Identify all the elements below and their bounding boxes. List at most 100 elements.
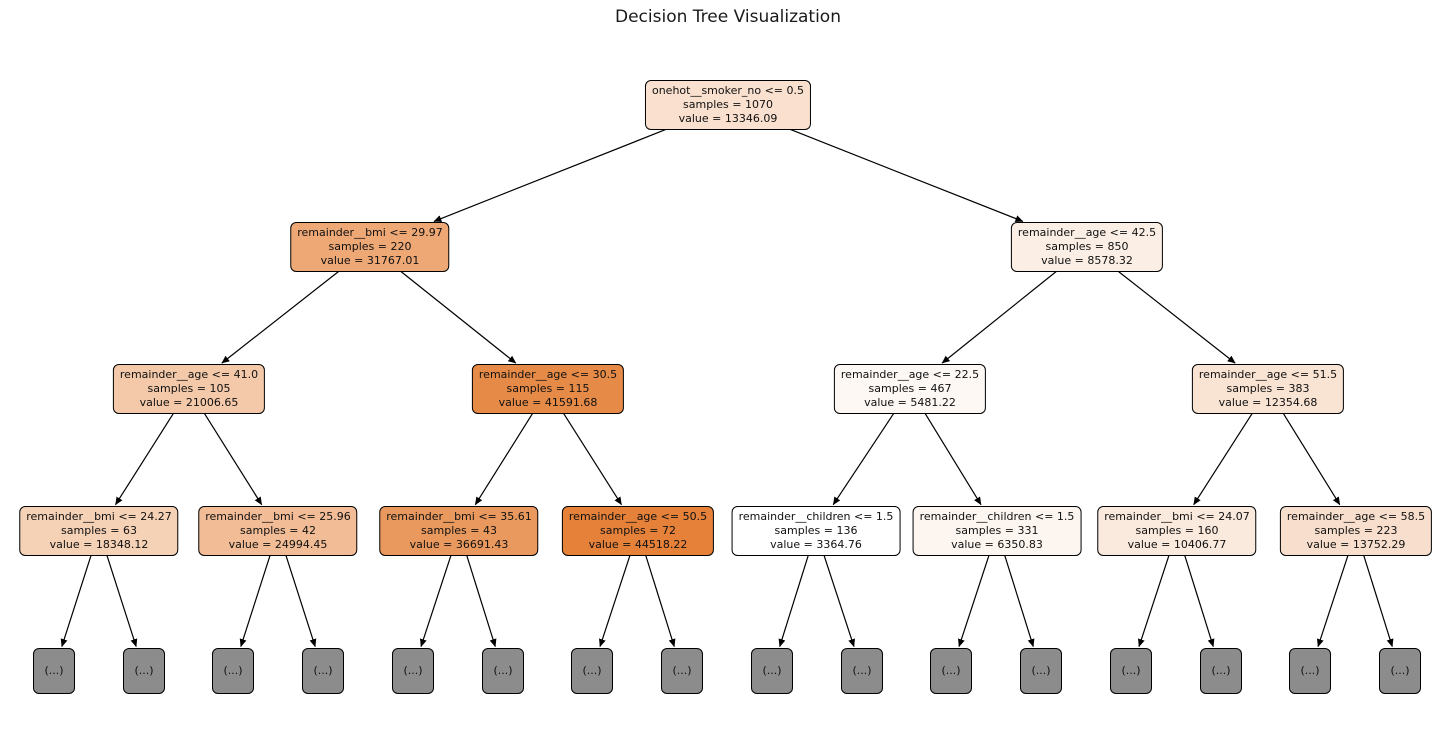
tree-leaf-node: (...) — [661, 648, 703, 694]
node-text-line: samples = 105 — [147, 381, 231, 395]
node-text-line: remainder__age <= 30.5 — [478, 368, 618, 381]
node-text-line: samples = 136 — [774, 523, 858, 537]
tree-edge-arrow — [924, 413, 982, 506]
node-text-line: value = 13346.09 — [678, 111, 778, 125]
node-text-line: samples = 223 — [1314, 523, 1398, 537]
tree-edge-arrow — [400, 271, 517, 364]
node-text-line: (...) — [582, 664, 602, 678]
node-text-line: value = 31767.01 — [320, 253, 420, 267]
node-text-line: samples = 331 — [955, 523, 1039, 537]
tree-edge-arrow — [1118, 271, 1236, 364]
node-text-line: remainder__bmi <= 29.97 — [297, 226, 443, 239]
tree-leaf-node: (...) — [212, 648, 254, 694]
node-text-line: (...) — [1211, 664, 1231, 678]
node-text-line: (...) — [1300, 664, 1320, 678]
tree-edge-arrow — [239, 555, 271, 648]
tree-edge-arrow — [420, 555, 452, 648]
node-text-line: value = 12354.68 — [1218, 395, 1318, 409]
tree-edge-arrow — [563, 413, 623, 506]
tree-leaf-node: (...) — [1379, 648, 1421, 694]
tree-edge-arrow — [941, 271, 1057, 364]
node-text-line: samples = 42 — [240, 523, 316, 537]
node-text-line: remainder__children <= 1.5 — [738, 510, 894, 523]
tree-edge-arrow — [106, 555, 138, 648]
node-text-line: value = 6350.83 — [951, 537, 1043, 551]
tree-leaf-node: (...) — [751, 648, 793, 694]
node-text-line: (...) — [941, 664, 961, 678]
node-text-line: remainder__age <= 51.5 — [1198, 368, 1338, 381]
node-text-line: remainder__bmi <= 25.96 — [205, 510, 351, 523]
tree-edge-arrow — [203, 413, 263, 506]
tree-leaf-node: (...) — [841, 648, 883, 694]
node-text-line: (...) — [762, 664, 782, 678]
tree-edge-arrow — [1004, 555, 1035, 648]
node-text-line: onehot__smoker_no <= 0.5 — [651, 84, 805, 97]
node-text-line: samples = 72 — [600, 523, 676, 537]
tree-leaf-node: (...) — [1020, 648, 1062, 694]
tree-edge-arrow — [790, 129, 1024, 222]
node-text-line: value = 5481.22 — [864, 395, 956, 409]
tree-leaf-node: (...) — [1110, 648, 1152, 694]
node-text-line: (...) — [1031, 664, 1051, 678]
tree-edge-arrow — [285, 555, 317, 648]
node-text-line: (...) — [313, 664, 333, 678]
node-text-line: (...) — [1121, 664, 1141, 678]
node-text-line: value = 3364.76 — [770, 537, 862, 551]
node-text-line: remainder__children <= 1.5 — [919, 510, 1075, 523]
node-text-line: remainder__age <= 42.5 — [1017, 226, 1157, 239]
node-text-line: (...) — [44, 664, 64, 678]
tree-leaf-node: (...) — [571, 648, 613, 694]
tree-edge-arrow — [778, 555, 809, 648]
node-text-line: remainder__bmi <= 24.07 — [1104, 510, 1250, 523]
node-text-line: value = 10406.77 — [1127, 537, 1227, 551]
node-text-line: remainder__bmi <= 24.27 — [26, 510, 172, 523]
node-text-line: (...) — [493, 664, 513, 678]
tree-leaf-node: (...) — [33, 648, 75, 694]
tree-edge-arrow — [645, 555, 676, 648]
tree-edge-arrow — [221, 271, 339, 364]
node-text-line: remainder__age <= 50.5 — [568, 510, 708, 523]
node-text-line: (...) — [1390, 664, 1410, 678]
node-text-line: samples = 220 — [328, 239, 412, 253]
node-text-line: samples = 43 — [421, 523, 497, 537]
tree-edge-arrow — [823, 555, 855, 648]
node-text-line: samples = 850 — [1045, 239, 1129, 253]
node-text-line: value = 44518.22 — [588, 537, 688, 551]
tree-edge-arrow — [433, 129, 666, 222]
node-text-line: (...) — [403, 664, 423, 678]
tree-edge-arrow — [466, 555, 497, 648]
node-text-line: samples = 63 — [61, 523, 137, 537]
node-text-line: value = 24994.45 — [228, 537, 328, 551]
tree-leaf-node: (...) — [1289, 648, 1331, 694]
node-text-line: value = 41591.68 — [498, 395, 598, 409]
tree-edge-arrow — [60, 555, 92, 648]
tree-leaf-node: (...) — [930, 648, 972, 694]
tree-leaf-node: (...) — [123, 648, 165, 694]
tree-edge-arrow — [1184, 555, 1215, 648]
node-text-line: value = 13752.29 — [1306, 537, 1406, 551]
figure-title: Decision Tree Visualization — [615, 7, 841, 27]
node-text-line: samples = 115 — [506, 381, 590, 395]
node-text-line: remainder__age <= 41.0 — [119, 368, 259, 381]
node-text-line: (...) — [223, 664, 243, 678]
tree-edge-arrow — [1193, 413, 1253, 506]
node-text-line: remainder__bmi <= 35.61 — [386, 510, 532, 523]
node-text-line: value = 8578.32 — [1041, 253, 1133, 267]
tree-edge-arrow — [1317, 555, 1349, 648]
node-text-line: remainder__age <= 58.5 — [1286, 510, 1426, 523]
node-text-line: value = 36691.43 — [409, 537, 509, 551]
tree-edge-arrow — [832, 413, 895, 506]
tree-leaf-node: (...) — [1200, 648, 1242, 694]
